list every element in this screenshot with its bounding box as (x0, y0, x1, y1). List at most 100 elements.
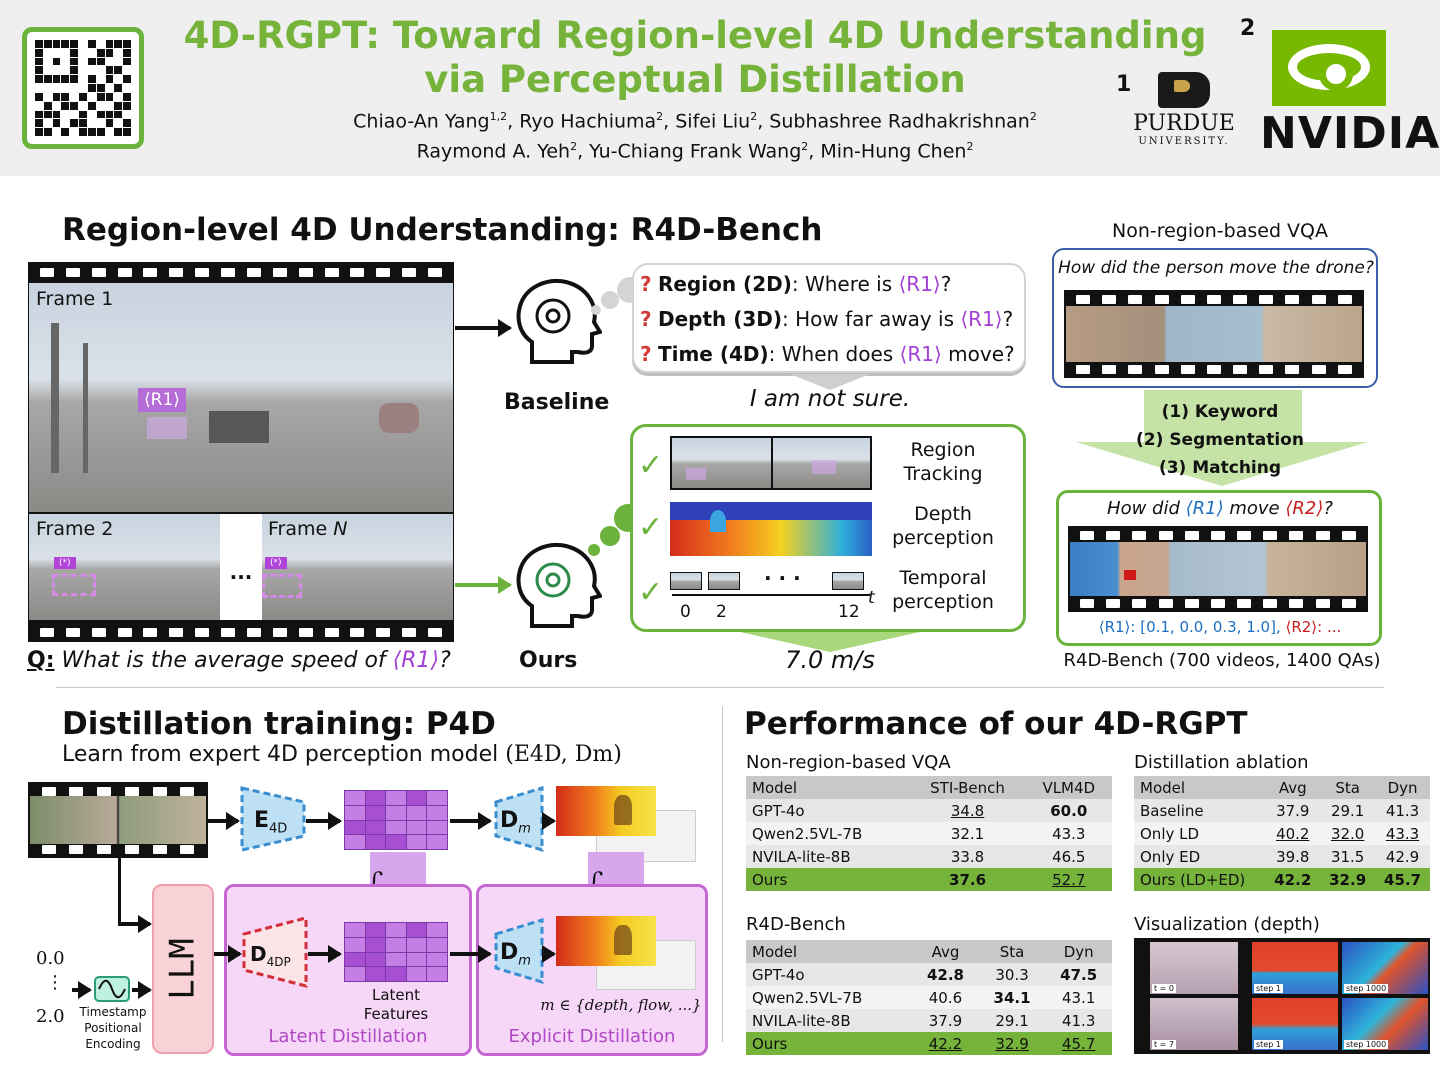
latent-distillation-label: Latent Distillation (268, 1026, 428, 1047)
viz-step1-label: step 1 (1254, 1040, 1283, 1049)
affiliation-number-2: 2 (1240, 16, 1256, 41)
section-title-r4d: Region-level 4D Understanding: R4D-Bench (62, 212, 823, 248)
arrow (118, 915, 152, 933)
viz-step1-label: step 1 (1254, 984, 1283, 993)
table-header: Avg (912, 940, 979, 963)
arrow (208, 812, 240, 830)
frame-2-region-tag: (*) (54, 557, 76, 569)
encoder-e4d-label: E4D (254, 808, 288, 837)
frame-n-image (262, 514, 453, 620)
table-header: Model (746, 776, 910, 799)
author-list: Chiao-An Yang1,2, Ryo Hachiuma2, Sifei L… (150, 104, 1240, 165)
nvidia-wordmark: NVIDIA. (1260, 108, 1440, 159)
decoder-d4dp-label: D4DP (250, 942, 291, 969)
r4d-bench-caption: R4D-Bench (700 videos, 1400 QAs) (1063, 650, 1381, 671)
frame-ellipsis: ... (229, 560, 253, 584)
baseline-question-bubble (632, 263, 1026, 373)
depth-output-expert (556, 786, 656, 836)
poster-title: 4D-RGPT: Toward Region-level 4D Understa… (150, 14, 1240, 102)
temporal-frame (708, 572, 740, 590)
frame-n-region-box (262, 574, 302, 598)
connector-line (118, 858, 121, 924)
viz-t7-label: t = 7 (1152, 1040, 1177, 1049)
vqa-video-frames (1066, 306, 1362, 362)
table-header: Avg (1265, 776, 1321, 799)
arrow (72, 981, 92, 999)
horizontal-divider (56, 687, 1384, 688)
region-tag-r1: ⟨R1⟩ (138, 388, 186, 412)
temporal-frame (670, 572, 702, 590)
table-header: Model (1134, 776, 1266, 799)
frame-gap (220, 514, 262, 620)
baseball-video-frames (30, 796, 206, 844)
check-icon: ✓ (638, 448, 664, 483)
arrow (450, 812, 492, 830)
decoder-d4dp (242, 916, 308, 988)
frame-2-region-box (52, 574, 96, 596)
time-axis (672, 594, 870, 596)
vqa-question: How did the person move the drone? (1058, 258, 1374, 278)
viz-caption: Visualization (depth) (1134, 914, 1320, 935)
viz-step1000-label: step 1000 (1344, 984, 1389, 993)
modality-set: m ∈ {depth, flow, ...} (540, 996, 702, 1014)
time-axis-var: t (868, 588, 875, 608)
task-region-tracking: Region Tracking (903, 439, 983, 485)
frame-n-region-tag: (*) (265, 557, 287, 569)
video-question: Q: What is the average speed of ⟨R1⟩? (27, 648, 451, 673)
affiliation-number-1: 1 (1116, 72, 1132, 97)
qr-code[interactable] (22, 27, 144, 149)
r4d-video-frames (1070, 542, 1366, 596)
table-header: Dyn (1045, 940, 1112, 963)
pipeline-steps: (1) Keyword (2) Segmentation (3) Matchin… (1120, 398, 1320, 482)
vertical-divider (722, 706, 723, 1042)
expert-feature-stack (344, 790, 448, 850)
question-time-4d: ? Time (4D): When does ⟨R1⟩ move? (640, 342, 1015, 366)
film-holes-bottom (28, 625, 454, 639)
baseline-head-icon (516, 279, 602, 364)
authors-line-2: Raymond A. Yeh2, Yu-Chiang Frank Wang2, … (416, 140, 974, 163)
authors-line-1: Chiao-An Yang1,2, Ryo Hachiuma2, Sifei L… (353, 110, 1037, 133)
vqa-title: Non-region-based VQA (1111, 220, 1329, 242)
decoder-dm-label: Dm (500, 808, 531, 837)
table-header: STI-Bench (909, 776, 1026, 799)
timestamp-encoding-caption: Timestamp Positional Encoding (79, 1005, 147, 1051)
purdue-name: PURDUE (1133, 111, 1235, 136)
timestamp-end: 2.0 (36, 1006, 65, 1027)
frame-n-label: Frame N (268, 518, 348, 540)
bubble-pointer-green (740, 632, 920, 652)
region-r1-box (147, 417, 187, 439)
bubble-pointer-gray (790, 374, 870, 390)
llm-label: LLM (162, 938, 203, 1000)
temporal-frame (832, 572, 864, 590)
timestamp-dots: ⋮ (46, 972, 64, 993)
arrow (214, 945, 242, 963)
question-depth-3d: ? Depth (3D): How far away is ⟨R1⟩? (640, 307, 1014, 331)
arrow (306, 812, 342, 830)
table-vqa-caption: Non-region-based VQA (746, 752, 951, 773)
depth-output-student (556, 916, 656, 966)
latent-feature-stack (344, 922, 448, 982)
table-ablation-caption: Distillation ablation (1134, 752, 1309, 773)
table-header: Sta (1320, 776, 1376, 799)
task-depth-perception: Depth perception (892, 503, 994, 549)
region-tracking-frames (670, 436, 872, 490)
arrow (132, 981, 152, 999)
r4d-question: How did ⟨R1⟩ move ⟨R2⟩? (1107, 498, 1333, 519)
arrow (542, 812, 556, 830)
encoder-e4d (240, 786, 306, 852)
p4d-subtitle: Learn from expert 4D perception model (E… (62, 742, 622, 767)
arrow-to-ours (455, 576, 512, 594)
ours-label: Ours (519, 648, 578, 673)
